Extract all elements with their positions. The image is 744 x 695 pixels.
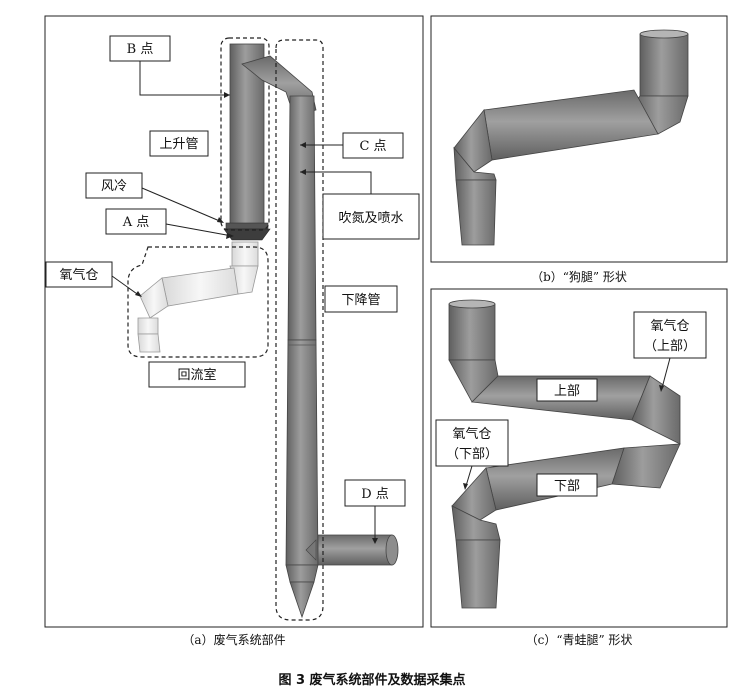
leader-upper-bin <box>661 357 671 389</box>
label-a-point-text: A 点 <box>122 215 150 230</box>
label-nitrogen-water: 吹氮及喷水 <box>322 193 420 240</box>
label-lower-bin-line1: 氧气仓 <box>452 426 491 442</box>
leader-lower-bin <box>465 465 473 487</box>
label-upper-bin-line2: （上部） <box>644 339 696 354</box>
label-air-cooling-text: 风冷 <box>101 179 127 194</box>
label-d-point: D 点 <box>344 479 406 507</box>
label-riser: 上升管 <box>149 130 209 157</box>
panel-a-caption: （a）废气系统部件 <box>182 632 285 647</box>
label-air-cooling: 风冷 <box>85 172 143 199</box>
label-riser-text: 上升管 <box>159 137 198 152</box>
label-oxygen-bin: 氧气仓 <box>45 261 113 288</box>
label-upper: 上部 <box>536 378 598 402</box>
panel-b-caption: （b）“狗腿” 形状 <box>531 270 627 284</box>
panel-b-frame <box>430 15 728 263</box>
label-upper-bin: 氧气仓 （上部） <box>633 311 707 359</box>
label-c-point-text: C 点 <box>359 139 386 154</box>
label-d-point-text: D 点 <box>361 487 389 502</box>
panel-c-caption: （c）“青蛙腿” 形状 <box>526 633 633 647</box>
downcomer-pipe <box>241 55 399 619</box>
leader-air-cooling <box>141 187 223 223</box>
panel-a: B 点 上升管 C 点 风冷 吹氮及喷水 A 点 氧气仓 下降管 <box>44 15 424 647</box>
panel-c-frame <box>430 288 728 628</box>
label-upper-text: 上部 <box>554 384 580 399</box>
downcomer-dashed-outline <box>275 39 324 621</box>
label-lower-bin-line2: （下部） <box>446 447 498 462</box>
leader-b-point <box>139 61 230 96</box>
label-b-point-text: B 点 <box>127 42 154 57</box>
label-upper-bin-line1: 氧气仓 <box>650 318 689 334</box>
label-lower: 下部 <box>536 473 598 497</box>
label-reflux-chamber: 回流室 <box>148 361 246 388</box>
figure-caption: 图 3 废气系统部件及数据采集点 <box>278 672 465 688</box>
label-c-point: C 点 <box>342 132 404 159</box>
leader-oxygen-bin <box>111 275 141 297</box>
panel-c: 上部 下部 氧气仓 （上部） 氧气仓 （下部） （c）“青蛙腿” 形状 <box>430 288 728 647</box>
label-nitrogen-water-text: 吹氮及喷水 <box>338 211 403 226</box>
label-a-point: A 点 <box>105 208 167 235</box>
leader-a-point <box>165 223 233 237</box>
label-lower-bin: 氧气仓 （下部） <box>435 419 509 467</box>
leader-nitrogen-water <box>300 171 372 194</box>
leader-lines-a <box>111 61 378 544</box>
panel-a-frame <box>44 15 424 628</box>
riser-dashed-outline <box>220 37 270 231</box>
reflux-dashed-outline <box>127 246 269 358</box>
label-downcomer: 下降管 <box>324 285 398 313</box>
label-downcomer-text: 下降管 <box>341 293 380 308</box>
label-oxygen-bin-text: 氧气仓 <box>59 267 98 283</box>
label-b-point: B 点 <box>109 35 171 62</box>
label-reflux-chamber-text: 回流室 <box>177 367 216 383</box>
dog-leg-pipe <box>453 29 689 246</box>
label-lower-text: 下部 <box>554 479 580 494</box>
panel-b: （b）“狗腿” 形状 <box>430 15 728 284</box>
leader-lines-c <box>463 357 671 490</box>
reflux-chamber-pipe <box>137 241 259 353</box>
